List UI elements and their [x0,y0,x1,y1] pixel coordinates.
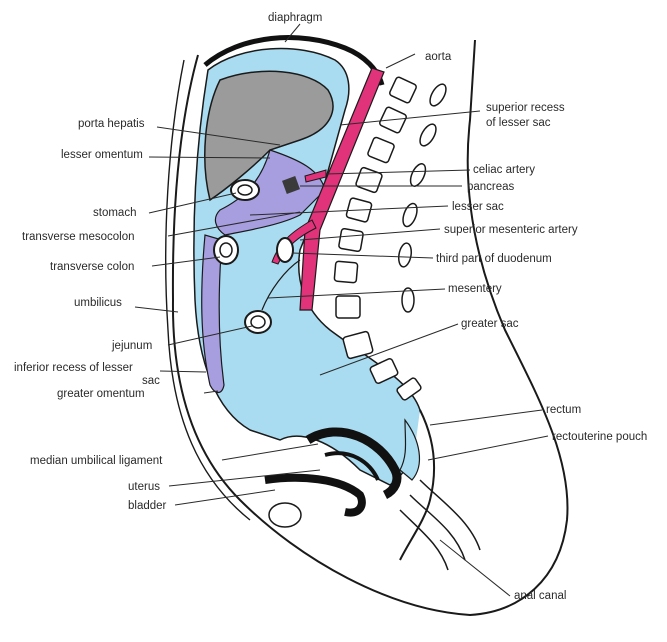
label-diaphragm: diaphragm [268,12,322,24]
label-celiac-artery: celiac artery [473,164,535,176]
label-lesser-omentum: lesser omentum [61,149,143,161]
label-rectouterine-pouch: rectouterine pouch [552,431,647,443]
label-umbilicus: umbilicus [74,297,122,309]
label-greater-omentum: greater omentum [57,388,145,400]
label-porta-hepatis: porta hepatis [78,118,145,130]
jejunum-lumen [251,316,265,328]
label-anal-canal: anal canal [514,590,566,602]
label-rectum: rectum [546,404,581,416]
label-bladder: bladder [128,500,167,512]
vertebral-column [334,76,422,401]
label-third-part-duodenum: third part of duodenum [436,253,552,265]
label-pancreas: pancreas [467,181,515,193]
stomach-lumen [238,185,252,195]
label-inferior-recess-2: sac [142,375,160,387]
label-median-umbilical-ligament: median umbilical ligament [30,455,163,467]
label-superior-mesenteric-artery: superior mesenteric artery [444,224,578,236]
label-superior-recess-2: of lesser sac [486,117,551,129]
duodenum-shape [277,238,293,262]
transverse-colon-lumen [220,243,232,257]
label-transverse-colon: transverse colon [50,261,134,273]
label-stomach: stomach [93,207,136,219]
label-uterus: uterus [128,481,160,493]
label-inferior-recess: inferior recess of lesser [14,362,133,374]
label-greater-sac: greater sac [461,318,519,330]
label-aorta: aorta [425,51,452,63]
pubic-symphysis [269,503,301,527]
label-superior-recess: superior recess [486,102,565,114]
label-transverse-mesocolon: transverse mesocolon [22,231,135,243]
label-jejunum: jejunum [111,340,152,352]
label-mesentery: mesentery [448,283,502,295]
label-lesser-sac: lesser sac [452,201,504,213]
